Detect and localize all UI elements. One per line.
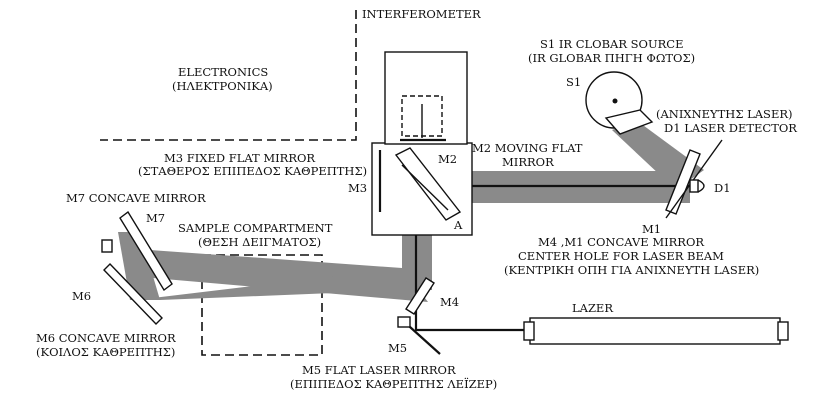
- m6-label-greek: (ΚΟΙΛΟΣ ΚΑΘΡΕΠΤΗΣ): [36, 345, 175, 359]
- electronics-label-greek: (ΗΛΕΚΤΡΟΝΙΚΑ): [172, 79, 273, 93]
- m4-m1-label-greek: (ΚΕΝΤΡΙΚΗ ΟΠΗ ΓΙΑ ΑΝΙΧΝΕΥΤΗ LASER): [504, 263, 759, 277]
- m5-label-greek: (ΕΠΙΠΕΔΟΣ ΚΑΘΡΕΠΤΗΣ ΛΕΪΖΕΡ): [290, 377, 497, 391]
- laser-label: LAZER: [572, 301, 613, 315]
- sample-label-greek: (ΘΕΣΗ ΔΕΙΓΜΑΤΟΣ): [198, 235, 321, 249]
- sample-label: SAMPLE COMPARTMENT: [178, 221, 333, 235]
- m5-tag: M5: [388, 341, 407, 355]
- laser-tube: [529, 317, 781, 345]
- m6-tag: M6: [72, 289, 91, 303]
- fixed-mirror-label: M3 FIXED FLAT MIRROR: [164, 151, 315, 165]
- sample-compartment-box: [201, 254, 323, 356]
- m7-tag: M7: [146, 211, 165, 225]
- detector-label-greek: (ΑΝΙΧΝΕΥΤΗΣ LASER): [656, 107, 792, 121]
- m7-holder: [101, 239, 113, 253]
- m7-label: M7 CONCAVE MIRROR: [66, 191, 206, 205]
- interferometer-title: INTERFEROMETER: [362, 7, 481, 21]
- laser-end-left: [523, 321, 535, 341]
- moving-mirror-label: M2 MOVING FLAT: [472, 141, 583, 155]
- m6-label: M6 CONCAVE MIRROR: [36, 331, 176, 345]
- m4-tag: M4: [440, 295, 459, 309]
- m2-tag: M2: [438, 152, 457, 166]
- source-label: S1 IR CLOBAR SOURCE: [540, 37, 684, 51]
- moving-mirror-label-2: MIRROR: [502, 155, 554, 169]
- mirror-m7: [119, 210, 173, 292]
- source-label-greek: (IR GLOBAR ΠΗΓΗ ΦΩΤΟΣ): [528, 51, 695, 65]
- mirror-m1: [665, 149, 701, 215]
- laser-detector-d1: [689, 179, 699, 193]
- m4-m1-label-2: CENTER HOLE FOR LASER BEAM: [518, 249, 724, 263]
- beamsplitter-a: [394, 147, 462, 221]
- fixed-mirror-label-greek: (ΣΤΑΘΕΡΟΣ ΕΠΙΠΕΔΟΣ ΚΑΘΡΕΠΤΗΣ): [138, 164, 367, 178]
- mirror-m1-support: [665, 139, 723, 219]
- detector-tag: D1: [714, 181, 731, 195]
- m3-tag: M3: [348, 181, 367, 195]
- beamsplitter-tag: A: [453, 218, 463, 232]
- mirror-m4: [405, 277, 435, 315]
- ir-source-mount: [604, 109, 654, 135]
- m1-tag: M1: [642, 222, 661, 236]
- source-tag: S1: [566, 75, 581, 89]
- beam-m6-to-m4: [136, 268, 408, 300]
- laser-detector-cap: [697, 179, 705, 193]
- detector-label: D1 LASER DETECTOR: [664, 121, 797, 135]
- m5-label: M5 FLAT LASER MIRROR: [302, 363, 456, 377]
- moving-mirror-housing: [384, 51, 468, 145]
- laser-beam-path: [414, 184, 692, 332]
- m4-m1-label: M4 ,M1 CONCAVE MIRROR: [538, 235, 704, 249]
- interferometer-enclosure-line: [100, 10, 357, 141]
- laser-end-right: [777, 321, 789, 341]
- mirror-m6: [103, 263, 163, 325]
- electronics-label: ELECTRONICS: [178, 65, 268, 79]
- m5-holder: [397, 316, 411, 328]
- beamsplitter-line: [401, 164, 449, 211]
- source-filament: [612, 98, 618, 104]
